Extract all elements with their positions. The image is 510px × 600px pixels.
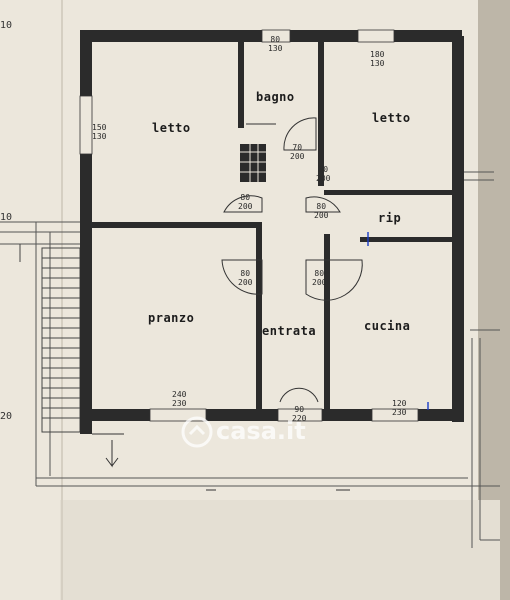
room-label-pranzo: pranzo bbox=[148, 311, 195, 325]
lower-shadow bbox=[60, 500, 500, 600]
room-label-cucina: cucina bbox=[364, 319, 411, 333]
misc-marks bbox=[92, 123, 350, 491]
bagno-tiles bbox=[240, 144, 266, 182]
room-label-bagno: bagno bbox=[256, 90, 295, 104]
margin-number-top: 10 bbox=[0, 20, 13, 31]
blue-marks bbox=[367, 232, 429, 410]
outer-lines bbox=[0, 171, 500, 548]
interior-walls bbox=[92, 36, 456, 410]
watermark-icon bbox=[181, 416, 213, 448]
room-label-entrata: entrata bbox=[262, 324, 317, 338]
room-label-rip: rip bbox=[378, 211, 402, 225]
watermark-text: casa.it bbox=[216, 417, 306, 445]
room-label-letto-right: letto bbox=[372, 111, 411, 125]
margin-number-mid: 10 bbox=[0, 212, 13, 223]
room-label-letto-left: letto bbox=[152, 121, 191, 135]
margin-number-bottom: 20 bbox=[0, 411, 13, 422]
door-swings bbox=[221, 117, 363, 403]
